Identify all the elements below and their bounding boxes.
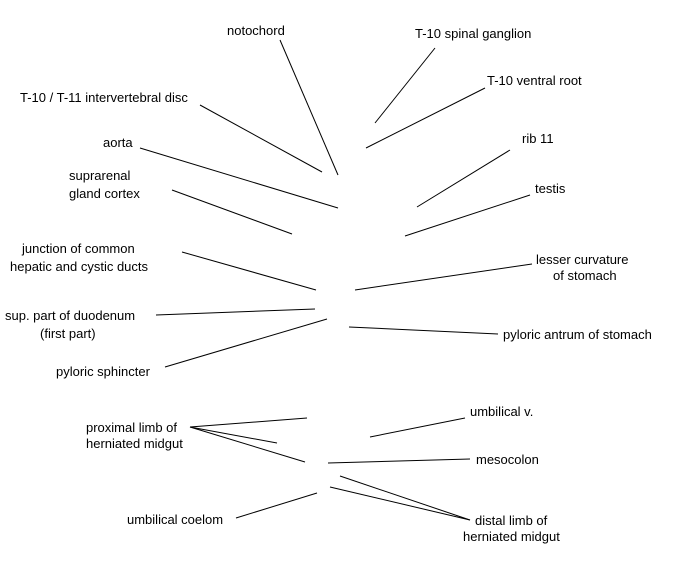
label-notochord: notochord [227, 23, 285, 38]
label-lesser-curvature-line2: of stomach [553, 268, 617, 283]
label-proximal-limb-line2: herniated midgut [86, 436, 183, 451]
leader-junction [181, 251, 317, 291]
leader-testis [404, 194, 531, 237]
label-suprarenal-line2: gland cortex [69, 186, 140, 201]
label-ventral-root: T-10 ventral root [487, 73, 582, 88]
leader-notochord [279, 39, 339, 176]
leader-proximal-limb-c [189, 426, 306, 463]
label-testis: testis [535, 181, 566, 196]
leader-intervertebral-disc [199, 104, 323, 173]
leader-proximal-limb-b [189, 426, 278, 444]
leader-duodenum [155, 308, 316, 316]
label-junction-line1: junction of common [21, 241, 135, 256]
label-intervertebral-disc: T-10 / T-11 intervertebral disc [20, 90, 188, 105]
labels: notochord T-10 spinal ganglion T-10 vent… [5, 23, 652, 544]
label-pyloric-antrum: pyloric antrum of stomach [503, 327, 652, 342]
leader-proximal-limb-a [189, 417, 308, 428]
leader-mesocolon [327, 458, 471, 464]
leader-pyloric-sphincter [164, 318, 328, 368]
label-spinal-ganglion: T-10 spinal ganglion [415, 26, 531, 41]
leader-suprarenal [171, 189, 293, 235]
leader-rib [416, 149, 511, 208]
label-duodenum-line2: (first part) [40, 326, 96, 341]
label-suprarenal-line1: suprarenal [69, 168, 131, 183]
label-distal-limb-line1: distal limb of [475, 513, 548, 528]
leader-ventral-root [365, 87, 486, 149]
leader-distal-limb-b [329, 486, 471, 521]
label-umbilical-coelom: umbilical coelom [127, 512, 223, 527]
leader-umbilical-coelom [235, 492, 318, 519]
label-lesser-curvature-line1: lesser curvature [536, 252, 628, 267]
leader-umbilical-v [369, 417, 466, 438]
label-junction-line2: hepatic and cystic ducts [10, 259, 149, 274]
label-proximal-limb-line1: proximal limb of [86, 420, 177, 435]
label-mesocolon: mesocolon [476, 452, 539, 467]
label-pyloric-sphincter: pyloric sphincter [56, 364, 151, 379]
leader-distal-limb-a [339, 475, 471, 521]
leader-pyloric-antrum [348, 326, 499, 335]
label-duodenum-line1: sup. part of duodenum [5, 308, 135, 323]
leader-lesser-curvature [354, 263, 533, 291]
leader-spinal-ganglion [374, 47, 436, 124]
label-umbilical-v: umbilical v. [470, 404, 533, 419]
label-aorta: aorta [103, 135, 133, 150]
leader-lines [139, 39, 533, 521]
label-distal-limb-line2: herniated midgut [463, 529, 560, 544]
label-rib: rib 11 [522, 131, 554, 146]
leader-aorta [139, 147, 339, 209]
